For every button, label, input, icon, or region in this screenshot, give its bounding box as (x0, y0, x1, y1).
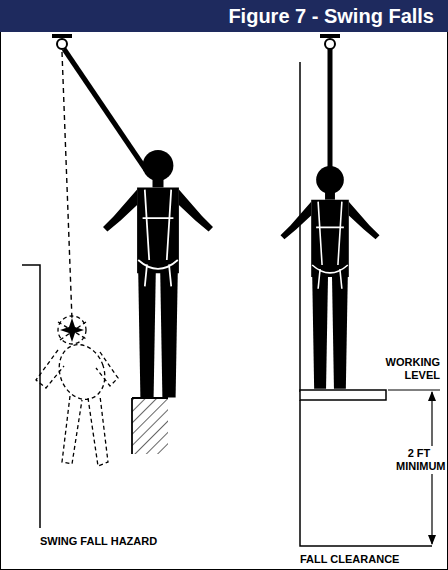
figure-title: Figure 7 - Swing Falls (228, 4, 434, 28)
hazard-label: SWING FALL HAZARD (38, 534, 208, 549)
level-label: WORKING LEVEL (382, 355, 442, 383)
clearance-label: FALL CLEARANCE (298, 552, 438, 567)
title-bar: Figure 7 - Swing Falls (0, 0, 448, 32)
dimension-label: 2 FT MINIMUM (394, 446, 444, 474)
